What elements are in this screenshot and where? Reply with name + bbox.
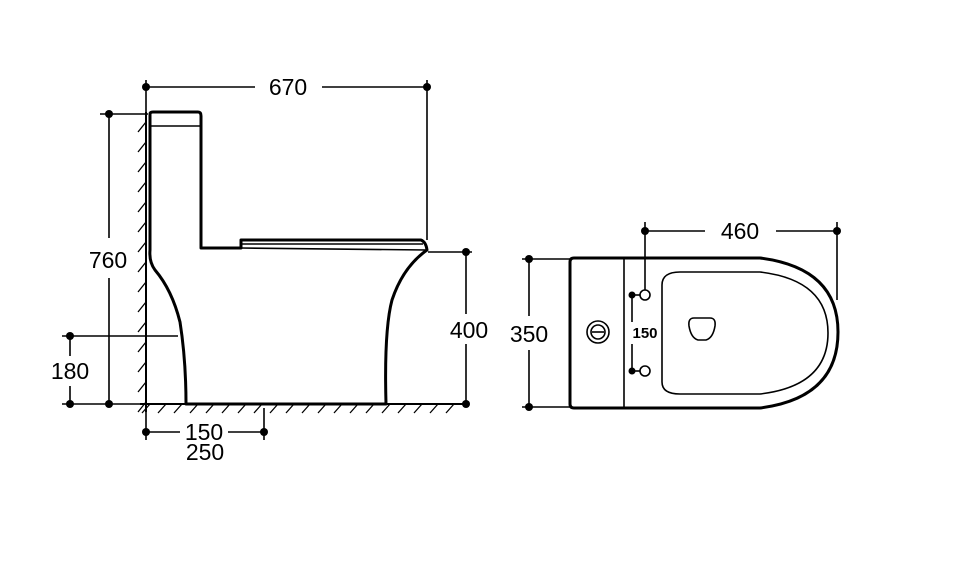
dimension-400: 400: [428, 248, 488, 408]
top-view: 460 350 150: [510, 218, 841, 411]
label-180: 180: [51, 358, 89, 384]
toilet-side-outline: [148, 110, 429, 406]
side-view: 670 760 180 400: [51, 74, 488, 465]
flush-button-icon: [586, 320, 610, 344]
wall-hatch: [137, 112, 147, 413]
dimension-180: 180: [51, 332, 178, 408]
label-250-rough-in: 250: [186, 439, 224, 465]
dimension-bolt-spacing: 150: [628, 291, 658, 375]
dimension-460: 460: [641, 218, 841, 300]
label-760: 760: [89, 247, 127, 273]
dimension-350: 350: [510, 255, 570, 411]
label-460: 460: [721, 218, 759, 244]
label-150-rough-in: 150: [185, 419, 223, 445]
label-150-bolt-spacing: 150: [632, 325, 657, 342]
bolt-hole-bottom: [639, 365, 651, 377]
bolt-hole-top: [639, 289, 651, 301]
toilet-top-outline: [568, 256, 840, 410]
dimension-760: 760: [89, 110, 148, 408]
label-670: 670: [269, 74, 307, 100]
label-350: 350: [510, 321, 548, 347]
bowl-opening: [688, 317, 716, 341]
dimension-670: 670: [142, 74, 431, 240]
label-400: 400: [450, 317, 488, 343]
seat-outline: [661, 271, 829, 395]
dimension-rough-in: 150 250: [142, 408, 268, 465]
